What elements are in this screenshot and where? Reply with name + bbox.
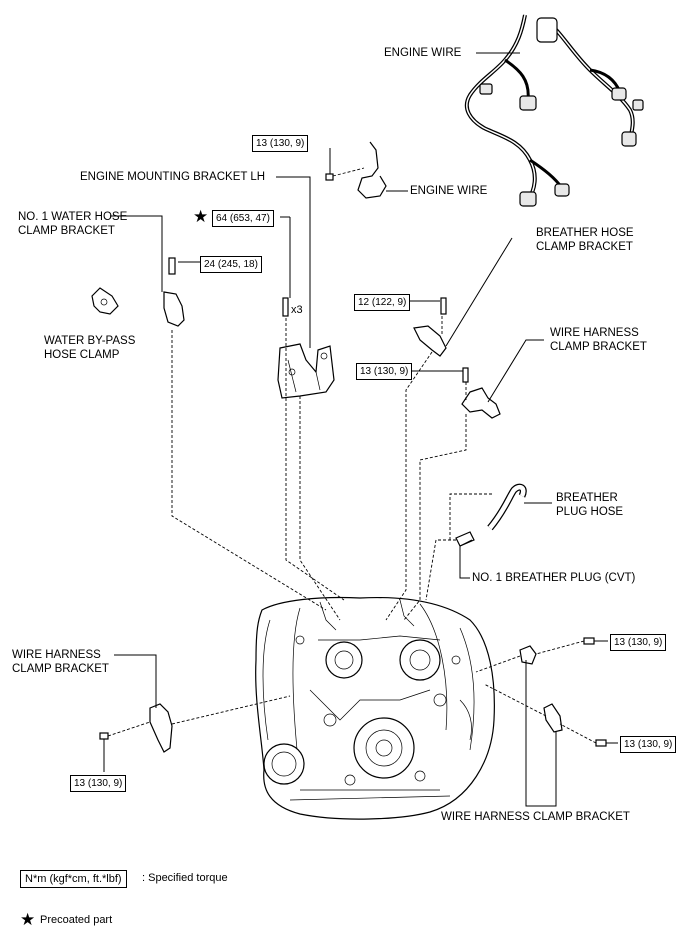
wire-harness-clamp-bracket-upper <box>461 367 501 419</box>
torque-box-water-hose-bracket: 24 (245, 18) <box>200 256 262 273</box>
legend-precoated: Precoated part <box>40 914 113 926</box>
bolts <box>325 173 334 181</box>
engine-wire-small-bracket <box>327 141 387 199</box>
wire-harness-clamp-bracket-left <box>99 703 173 753</box>
label-engine-wire-mid: ENGINE WIRE <box>410 185 488 197</box>
engine-wire-harness <box>464 14 644 207</box>
water-hose-clamp-bracket <box>163 257 185 327</box>
legend-torque-unit: N*m (kgf*cm, ft.*lbf) <box>20 870 127 888</box>
breather-plug <box>455 531 475 547</box>
star-icon: ★ <box>193 207 209 226</box>
torque-box-right-lower: 13 (130, 9) <box>620 736 677 753</box>
label-water-bypass-hose-clamp: WATER BY-PASS HOSE CLAMP <box>44 335 136 361</box>
label-breather-plug: NO. 1 BREATHER PLUG (CVT) <box>472 572 636 584</box>
torque-box-breather-hose-bracket: 12 (122, 9) <box>354 294 411 311</box>
label-engine-wire-top: ENGINE WIRE <box>384 47 462 59</box>
torque-box-right-upper: 13 (130, 9) <box>610 634 667 651</box>
legend-torque-desc: : Specified torque <box>142 872 228 884</box>
label-wire-harness-clamp-bracket-left: WIRE HARNESS CLAMP BRACKET <box>12 649 109 675</box>
torque-box-mounting-bracket: 64 (653, 47) <box>212 210 274 227</box>
label-multiplier: x3 <box>291 304 303 316</box>
legend-star-icon: ★ <box>20 910 36 929</box>
wire-harness-clamp-bracket-right <box>519 637 607 747</box>
label-wire-harness-clamp-bracket-bottom: WIRE HARNESS CLAMP BRACKET <box>441 811 630 823</box>
label-breather-hose-clamp-bracket: BREATHER HOSE CLAMP BRACKET <box>536 227 634 253</box>
torque-box-left: 13 (130, 9) <box>70 775 127 792</box>
label-water-hose-clamp-bracket: NO. 1 WATER HOSE CLAMP BRACKET <box>18 211 128 237</box>
water-bypass-hose-clamp <box>91 287 119 315</box>
label-engine-mounting-bracket: ENGINE MOUNTING BRACKET LH <box>80 171 266 183</box>
breather-plug-hose <box>487 483 527 531</box>
engine-mounting-bracket <box>277 297 335 399</box>
torque-box-engine-wire: 13 (130, 9) <box>252 135 309 152</box>
breather-hose-clamp-bracket <box>413 297 447 357</box>
label-wire-harness-clamp-bracket-upper: WIRE HARNESS CLAMP BRACKET <box>550 327 647 353</box>
assembly-lines <box>107 167 597 744</box>
transaxle-assembly <box>255 596 495 820</box>
label-breather-plug-hose: BREATHER PLUG HOSE <box>556 492 624 518</box>
torque-box-wire-harness-upper: 13 (130, 9) <box>356 363 413 380</box>
